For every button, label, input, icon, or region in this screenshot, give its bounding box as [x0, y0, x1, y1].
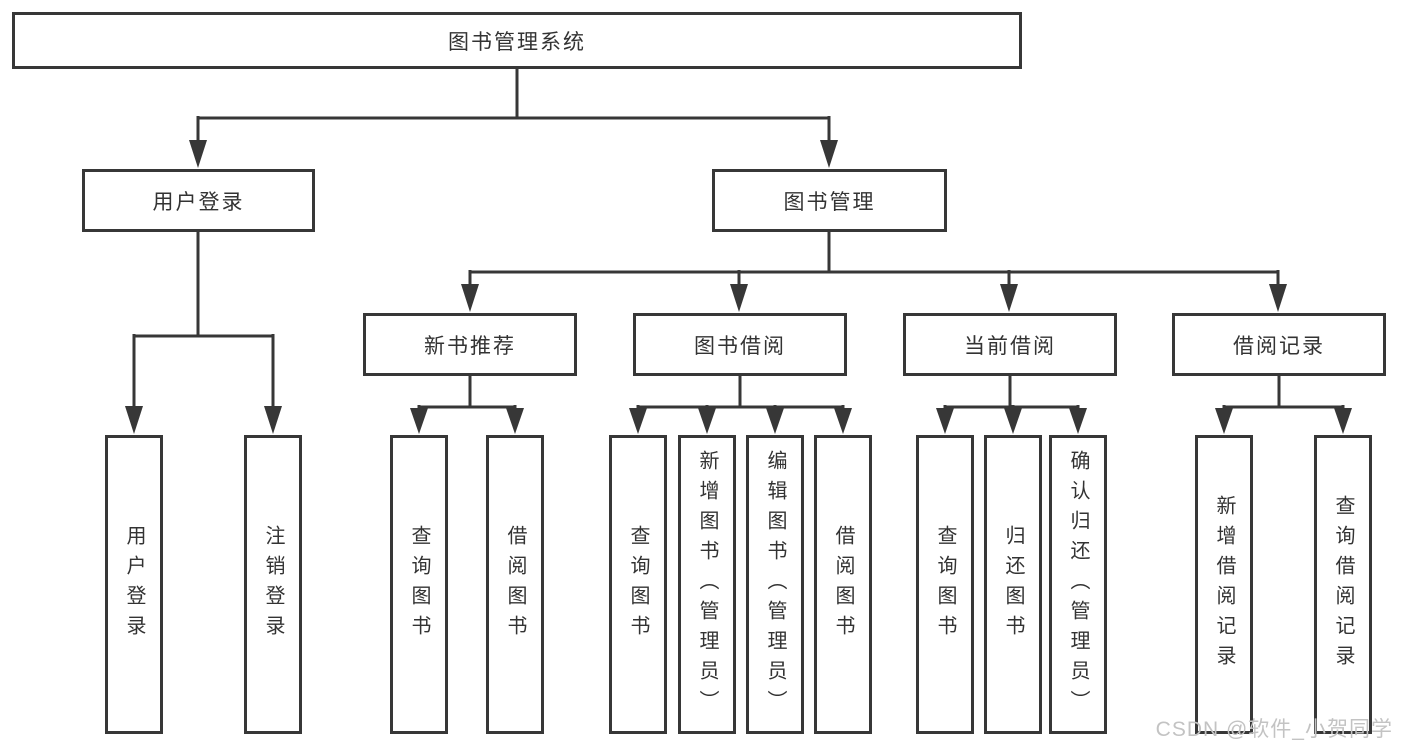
leaf-label: 编辑图书（管理员）	[764, 449, 786, 720]
leaf-logout: 注销登录	[244, 435, 302, 734]
leaf-label: 查询借阅记录	[1332, 494, 1354, 675]
leaf-label: 查询图书	[408, 524, 430, 645]
leaf-label: 新增图书（管理员）	[696, 449, 718, 720]
node-current-borrow: 当前借阅	[903, 313, 1117, 376]
leaf-query-borrow-record: 查询借阅记录	[1314, 435, 1372, 734]
leaf-borrow-books-recommend: 借阅图书	[486, 435, 544, 734]
leaf-add-books-admin: 新增图书（管理员）	[678, 435, 736, 734]
node-label: 图书管理	[783, 190, 876, 214]
node-root-library-system: 图书管理系统	[12, 12, 1022, 69]
leaf-edit-books-admin: 编辑图书（管理员）	[746, 435, 804, 734]
leaf-label: 借阅图书	[504, 524, 526, 645]
leaf-add-borrow-record: 新增借阅记录	[1195, 435, 1253, 734]
node-label: 当前借阅	[964, 334, 1056, 358]
leaf-label: 查询图书	[627, 524, 649, 645]
node-label: 借阅记录	[1233, 334, 1325, 358]
leaf-return-books: 归还图书	[984, 435, 1042, 734]
node-book-borrow: 图书借阅	[633, 313, 847, 376]
node-label: 图书借阅	[694, 334, 786, 358]
node-book-management: 图书管理	[712, 169, 947, 232]
leaf-label: 查询图书	[934, 524, 956, 645]
node-label: 用户登录	[152, 190, 245, 214]
leaf-label: 借阅图书	[832, 524, 854, 645]
leaf-confirm-return-admin: 确认归还（管理员）	[1049, 435, 1107, 734]
node-user-login: 用户登录	[82, 169, 315, 232]
csdn-watermark: CSDN @软件_小贺同学	[1155, 718, 1393, 741]
node-new-book-recommend: 新书推荐	[363, 313, 577, 376]
node-borrow-records: 借阅记录	[1172, 313, 1386, 376]
node-label: 图书管理系统	[448, 30, 586, 54]
leaf-label: 确认归还（管理员）	[1067, 449, 1089, 720]
node-label: 新书推荐	[424, 334, 516, 358]
leaf-label: 用户登录	[123, 524, 145, 645]
leaf-user-login: 用户登录	[105, 435, 163, 734]
leaf-query-books-borrow: 查询图书	[609, 435, 667, 734]
leaf-query-books-recommend: 查询图书	[390, 435, 448, 734]
leaf-label: 新增借阅记录	[1213, 494, 1235, 675]
leaf-label: 注销登录	[262, 524, 284, 645]
leaf-label: 归还图书	[1002, 524, 1024, 645]
leaf-borrow-books: 借阅图书	[814, 435, 872, 734]
leaf-query-books-current: 查询图书	[916, 435, 974, 734]
